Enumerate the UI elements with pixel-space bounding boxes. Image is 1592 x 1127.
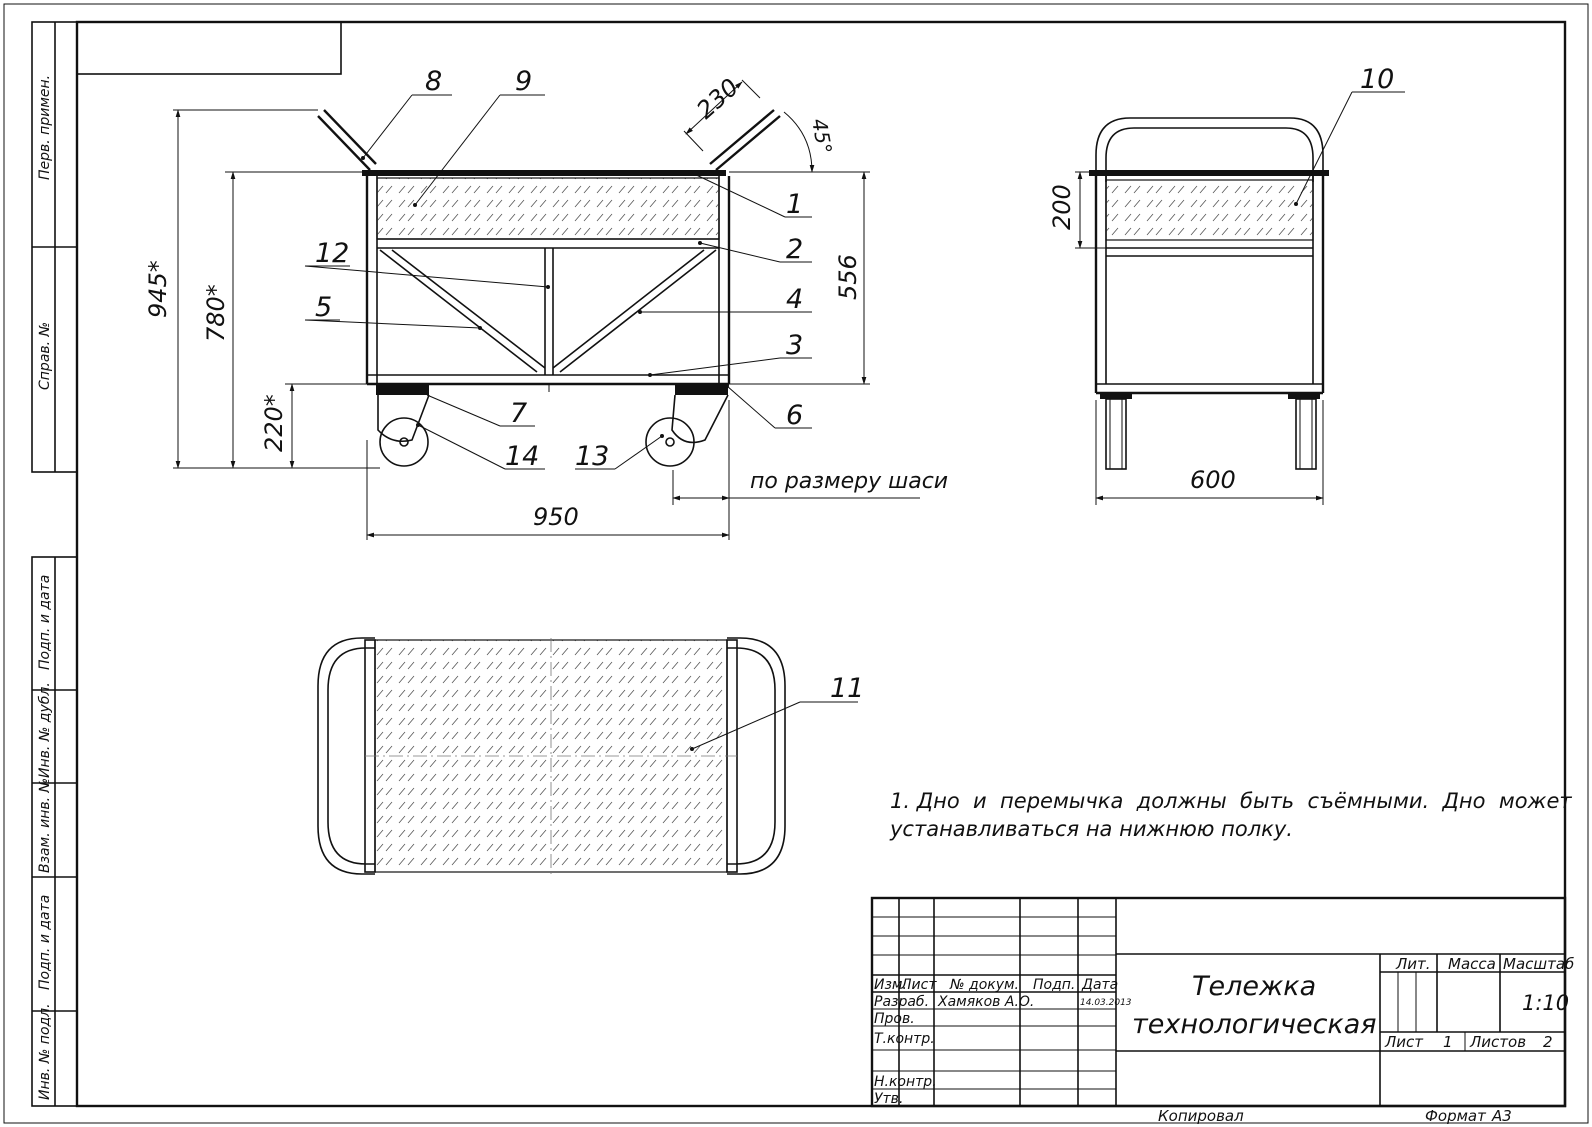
tb-sheets-total: 2 bbox=[1543, 1033, 1553, 1051]
stamp-perv-primen: Перв. примен. bbox=[37, 75, 53, 180]
side-stamp: Перв. примен. Справ. № Подп. и дата Инв.… bbox=[31, 21, 78, 1107]
callout-8: 8 bbox=[425, 66, 442, 97]
stamp-vzam-inv: Взам. инв. № bbox=[37, 778, 53, 873]
tb-n-kontr: Н.контр. bbox=[874, 1074, 937, 1090]
callout-12: 12 bbox=[315, 238, 349, 269]
note-line-1: 1. Дно и перемычка должны быть съёмными.… bbox=[890, 789, 1572, 813]
dim-angle: 45° bbox=[807, 117, 837, 156]
stamp-sprav-no: Справ. № bbox=[37, 322, 53, 390]
dim-556: 556 bbox=[834, 254, 862, 300]
callout-5: 5 bbox=[315, 292, 332, 323]
tb-list: Лист bbox=[900, 977, 937, 993]
tb-masshtab: Масштаб bbox=[1503, 955, 1574, 973]
dim-220: 220* bbox=[260, 394, 288, 452]
tb-kopiroval: Копировал bbox=[1158, 1107, 1244, 1125]
tb-t-kontr: Т.контр. bbox=[874, 1031, 935, 1047]
tb-title-line-2: технологическая bbox=[1132, 1009, 1377, 1040]
chassis-note: по размеру шаси bbox=[750, 469, 948, 494]
tb-razrab: Разраб. bbox=[874, 994, 929, 1010]
callout-14: 14 bbox=[505, 441, 539, 472]
tb-razrab-name: Хамяков А.О. bbox=[937, 994, 1034, 1010]
stamp-podp-data-2: Подп. и дата bbox=[37, 895, 53, 990]
dim-600: 600 bbox=[1190, 466, 1236, 494]
front-view: 8 9 1 2 12 5 4 3 7 14 13 6 bbox=[144, 66, 948, 540]
tb-sheets-label: Листов bbox=[1469, 1033, 1526, 1051]
dim-945: 945* bbox=[144, 260, 172, 318]
dim-200: 200 bbox=[1048, 184, 1076, 230]
tb-prov: Пров. bbox=[874, 1011, 915, 1027]
side-view: 10 200 600 bbox=[1048, 64, 1405, 505]
tb-title-line-1: Тележка bbox=[1192, 971, 1316, 1002]
tb-lit: Лит. bbox=[1395, 955, 1431, 973]
dim-780: 780* bbox=[202, 284, 230, 342]
tb-format-value: А3 bbox=[1491, 1107, 1512, 1125]
tb-format-label: Формат bbox=[1425, 1107, 1487, 1125]
callout-2: 2 bbox=[786, 234, 803, 265]
callout-1: 1 bbox=[786, 189, 803, 220]
tb-podp: Подп. bbox=[1033, 977, 1075, 993]
dim-950: 950 bbox=[533, 503, 579, 531]
callout-6: 6 bbox=[786, 400, 803, 431]
stamp-podp-data-1: Подп. и дата bbox=[37, 575, 53, 670]
tb-sheet-label: Лист bbox=[1384, 1033, 1424, 1051]
top-view: 11 bbox=[317, 637, 864, 875]
technical-notes: 1. Дно и перемычка должны быть съёмными.… bbox=[889, 789, 1572, 841]
tb-data: Дата bbox=[1081, 977, 1118, 993]
callout-3: 3 bbox=[786, 330, 803, 361]
tb-sheet-no: 1 bbox=[1443, 1033, 1453, 1051]
tb-massa: Масса bbox=[1448, 955, 1496, 973]
callout-9: 9 bbox=[515, 66, 532, 97]
dim-230: 230 bbox=[691, 73, 744, 124]
callout-10: 10 bbox=[1360, 64, 1394, 95]
tb-doc-no: № докум. bbox=[949, 977, 1019, 993]
callout-7: 7 bbox=[510, 398, 527, 429]
stamp-inv-podl: Инв. № подл. bbox=[37, 1003, 53, 1100]
stamp-inv-dubl: Инв. № дубл. bbox=[37, 682, 53, 778]
callout-11: 11 bbox=[830, 673, 864, 704]
tb-scale-value: 1:10 bbox=[1522, 991, 1569, 1015]
tb-izm: Изм. bbox=[874, 977, 907, 993]
title-block: Изм. Лист № докум. Подп. Дата Разраб. Ха… bbox=[870, 896, 1574, 1125]
tb-utv: Утв. bbox=[874, 1091, 903, 1107]
note-line-2: устанавливаться на нижнюю полку. bbox=[889, 817, 1293, 841]
tb-razrab-date: 14.03.2013 bbox=[1080, 998, 1132, 1008]
callout-13: 13 bbox=[575, 441, 609, 472]
callout-4: 4 bbox=[786, 284, 803, 315]
